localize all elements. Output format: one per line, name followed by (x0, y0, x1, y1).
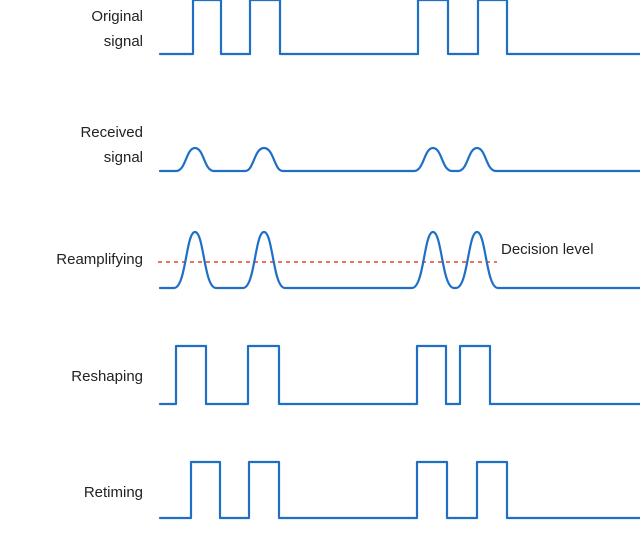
original-signal-waveform (158, 0, 640, 56)
row-received-signal: Received signal (80, 124, 640, 173)
retimed-signal-waveform (158, 460, 640, 520)
row-reamplifying: Reamplifying Decision level (56, 230, 640, 290)
retiming-label: Retiming (84, 484, 143, 501)
row-retiming: Retiming (84, 460, 640, 520)
decision-level-label: Decision level (501, 241, 594, 258)
reshaped-signal-waveform (158, 344, 640, 406)
row-reshaping: Reshaping (71, 344, 640, 406)
reamplified-signal-waveform (158, 230, 640, 290)
original-signal-label-line-1: Original (91, 8, 143, 25)
received-signal-label-line-1: Received (80, 124, 143, 141)
reamplifying-label: Reamplifying (56, 251, 143, 268)
row-original-signal: Original signal (91, 0, 640, 56)
original-signal-label-line-2: signal (104, 33, 143, 50)
reshaping-label: Reshaping (71, 368, 143, 385)
received-signal-label-line-2: signal (104, 149, 143, 166)
received-signal-waveform (158, 146, 640, 173)
